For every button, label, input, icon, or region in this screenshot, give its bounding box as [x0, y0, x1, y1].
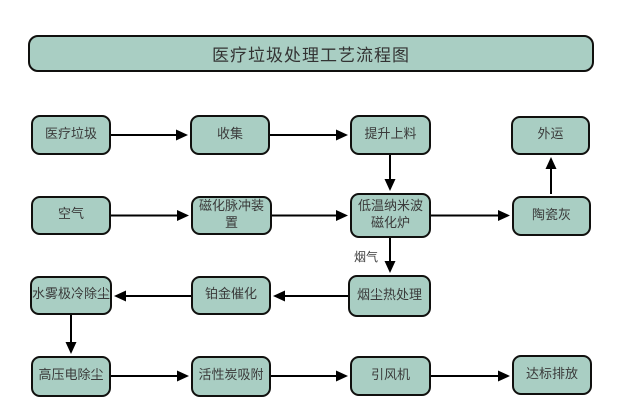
node-standard-discharge-label: 达标排放 — [525, 366, 578, 382]
node-induced-draft-fan-label: 引风机 — [370, 367, 410, 383]
node-air-label: 空气 — [57, 207, 84, 223]
node-magnetization-pulse-device-label: 磁化脉冲装置 — [198, 199, 264, 231]
node-ceramic-ash-label: 陶瓷灰 — [531, 207, 571, 223]
node-collection-label: 收集 — [216, 126, 243, 142]
node-magnetization-pulse-device: 磁化脉冲装置 — [191, 196, 272, 235]
node-high-voltage-dedusting-label: 高压电除尘 — [38, 368, 104, 384]
node-medical-waste-label: 医疗垃圾 — [44, 126, 97, 142]
node-induced-draft-fan: 引风机 — [350, 356, 431, 396]
node-activated-carbon-adsorption: 活性炭吸附 — [191, 356, 271, 397]
node-activated-carbon-label: 活性炭吸附 — [198, 368, 264, 384]
node-flue-dust-heat-treatment: 烟尘热处理 — [348, 275, 431, 317]
edge-label-flue-gas: 烟气 — [354, 250, 379, 264]
node-collection: 收集 — [190, 115, 270, 155]
node-air: 空气 — [31, 196, 111, 235]
node-lifting-feeding-label: 提升上料 — [364, 126, 417, 142]
node-lifting-feeding: 提升上料 — [350, 115, 431, 155]
diagram-title: 医疗垃圾处理工艺流程图 — [212, 46, 410, 66]
diagram-title-box: 医疗垃圾处理工艺流程图 — [28, 35, 594, 72]
node-platinum-catalysis-label: 铂金催化 — [204, 287, 257, 303]
node-medical-waste: 医疗垃圾 — [31, 115, 111, 155]
node-platinum-catalysis: 铂金催化 — [191, 276, 271, 315]
node-high-voltage-electrostatic-dedusting: 高压电除尘 — [31, 356, 111, 397]
node-standard-compliant-discharge: 达标排放 — [512, 355, 592, 395]
node-furnace-label: 低温纳米波 磁化炉 — [357, 199, 423, 231]
node-outbound-transport: 外运 — [511, 116, 590, 155]
node-outbound-transport-label: 外运 — [537, 127, 564, 143]
node-low-temp-nano-wave-magnetization-furnace: 低温纳米波 磁化炉 — [350, 193, 431, 238]
node-flue-dust-heat-treatment-label: 烟尘热处理 — [356, 287, 422, 303]
node-water-mist-label: 水雾极冷除尘 — [32, 287, 111, 303]
node-water-mist-extreme-cooling-dedusting: 水雾极冷除尘 — [30, 276, 112, 315]
node-ceramic-ash: 陶瓷灰 — [512, 196, 591, 236]
